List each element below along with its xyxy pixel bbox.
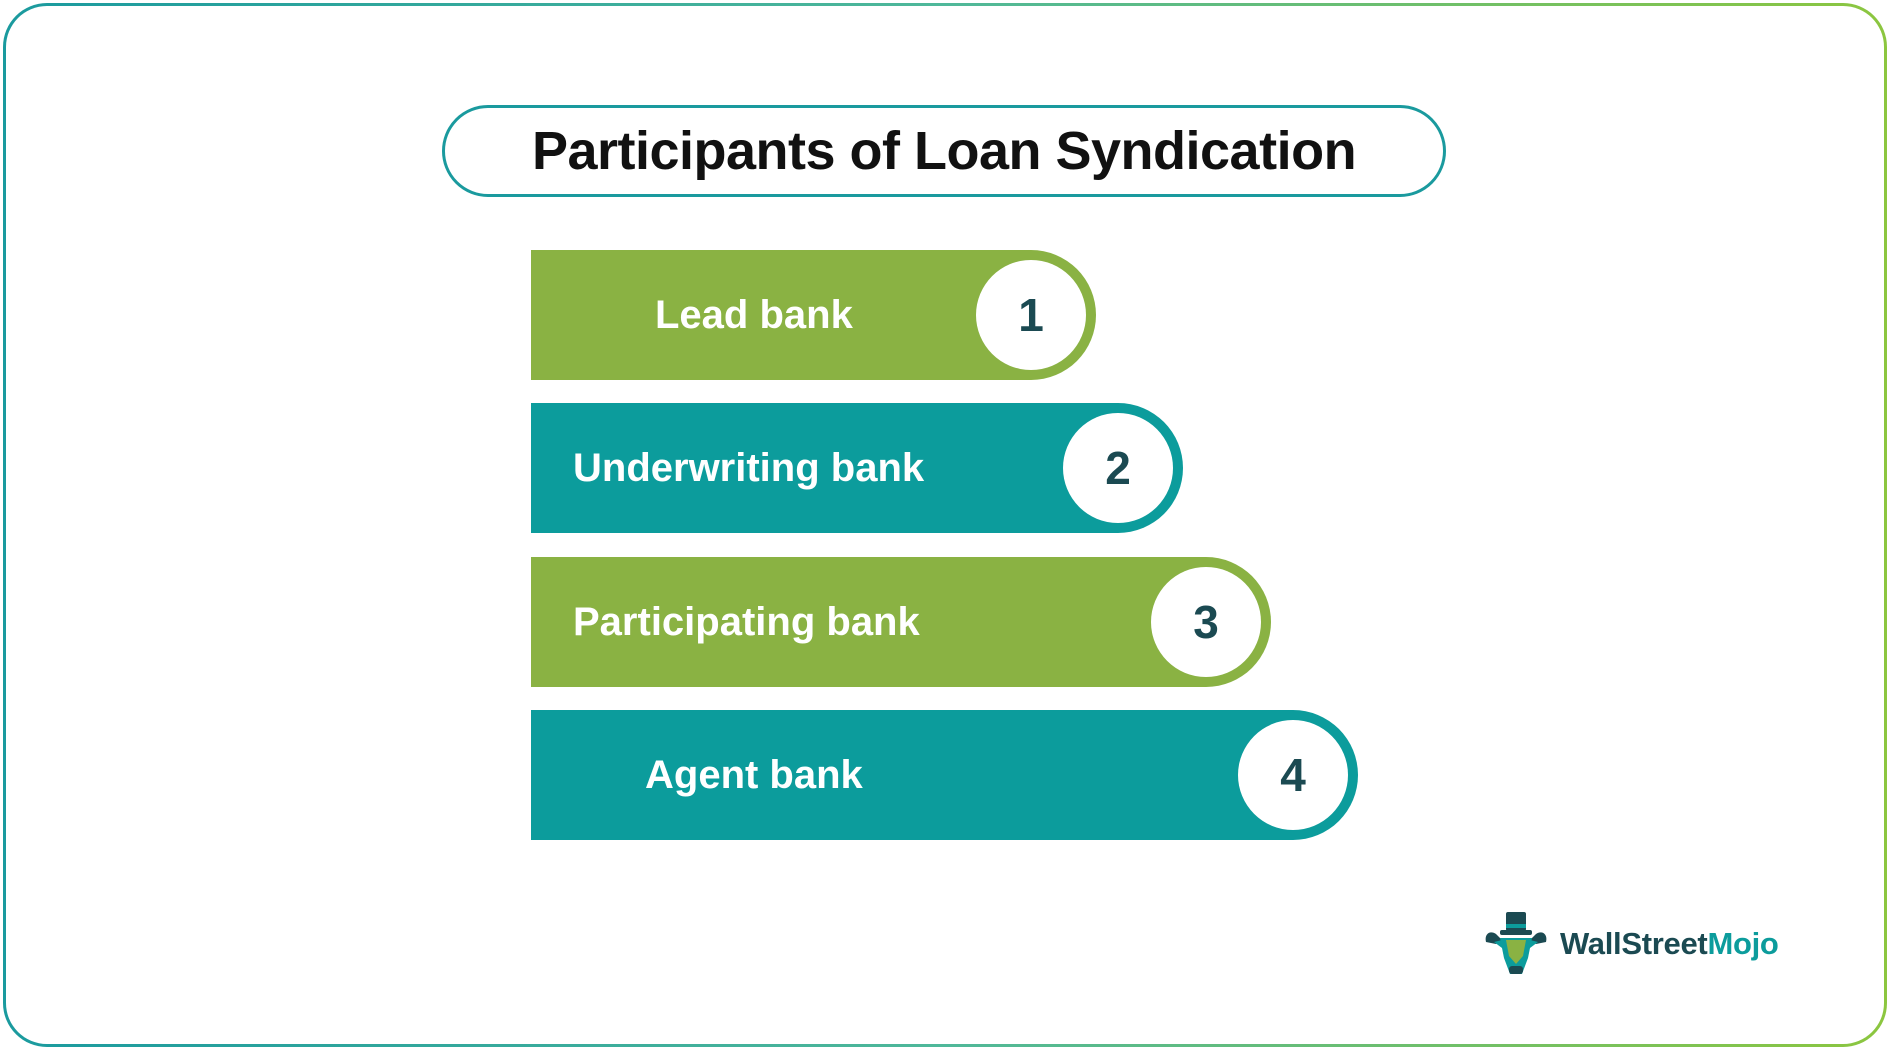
title-pill: Participants of Loan Syndication: [442, 105, 1446, 197]
participant-bar-1: Lead bank 1: [531, 250, 1096, 380]
participant-label-1: Lead bank: [655, 292, 853, 337]
number-2: 2: [1105, 442, 1131, 494]
participant-label-2: Underwriting bank: [573, 445, 925, 490]
logo-text-mojo: Mojo: [1707, 926, 1779, 961]
participant-bar-2: Underwriting bank 2: [531, 403, 1183, 533]
participant-label-3: Participating bank: [573, 599, 920, 644]
number-circle-4: 4: [1238, 720, 1348, 830]
participant-bar-3: Participating bank 3: [531, 557, 1271, 687]
logo-text-wallstreet: WallStreet: [1560, 926, 1708, 961]
number-circle-1: 1: [976, 260, 1086, 370]
participant-bar-4: Agent bank 4: [531, 710, 1358, 840]
number-1: 1: [1018, 289, 1044, 341]
participant-label-4: Agent bank: [645, 752, 863, 797]
page-title: Participants of Loan Syndication: [531, 121, 1357, 181]
number-4: 4: [1280, 749, 1306, 801]
number-circle-3: 3: [1151, 567, 1261, 677]
bull-with-hat-icon: [1485, 912, 1547, 974]
logo-text: WallStreetMojo: [1560, 926, 1779, 962]
number-3: 3: [1193, 596, 1219, 648]
wallstreetmojo-logo: WallStreetMojo: [1480, 908, 1779, 980]
number-circle-2: 2: [1063, 413, 1173, 523]
